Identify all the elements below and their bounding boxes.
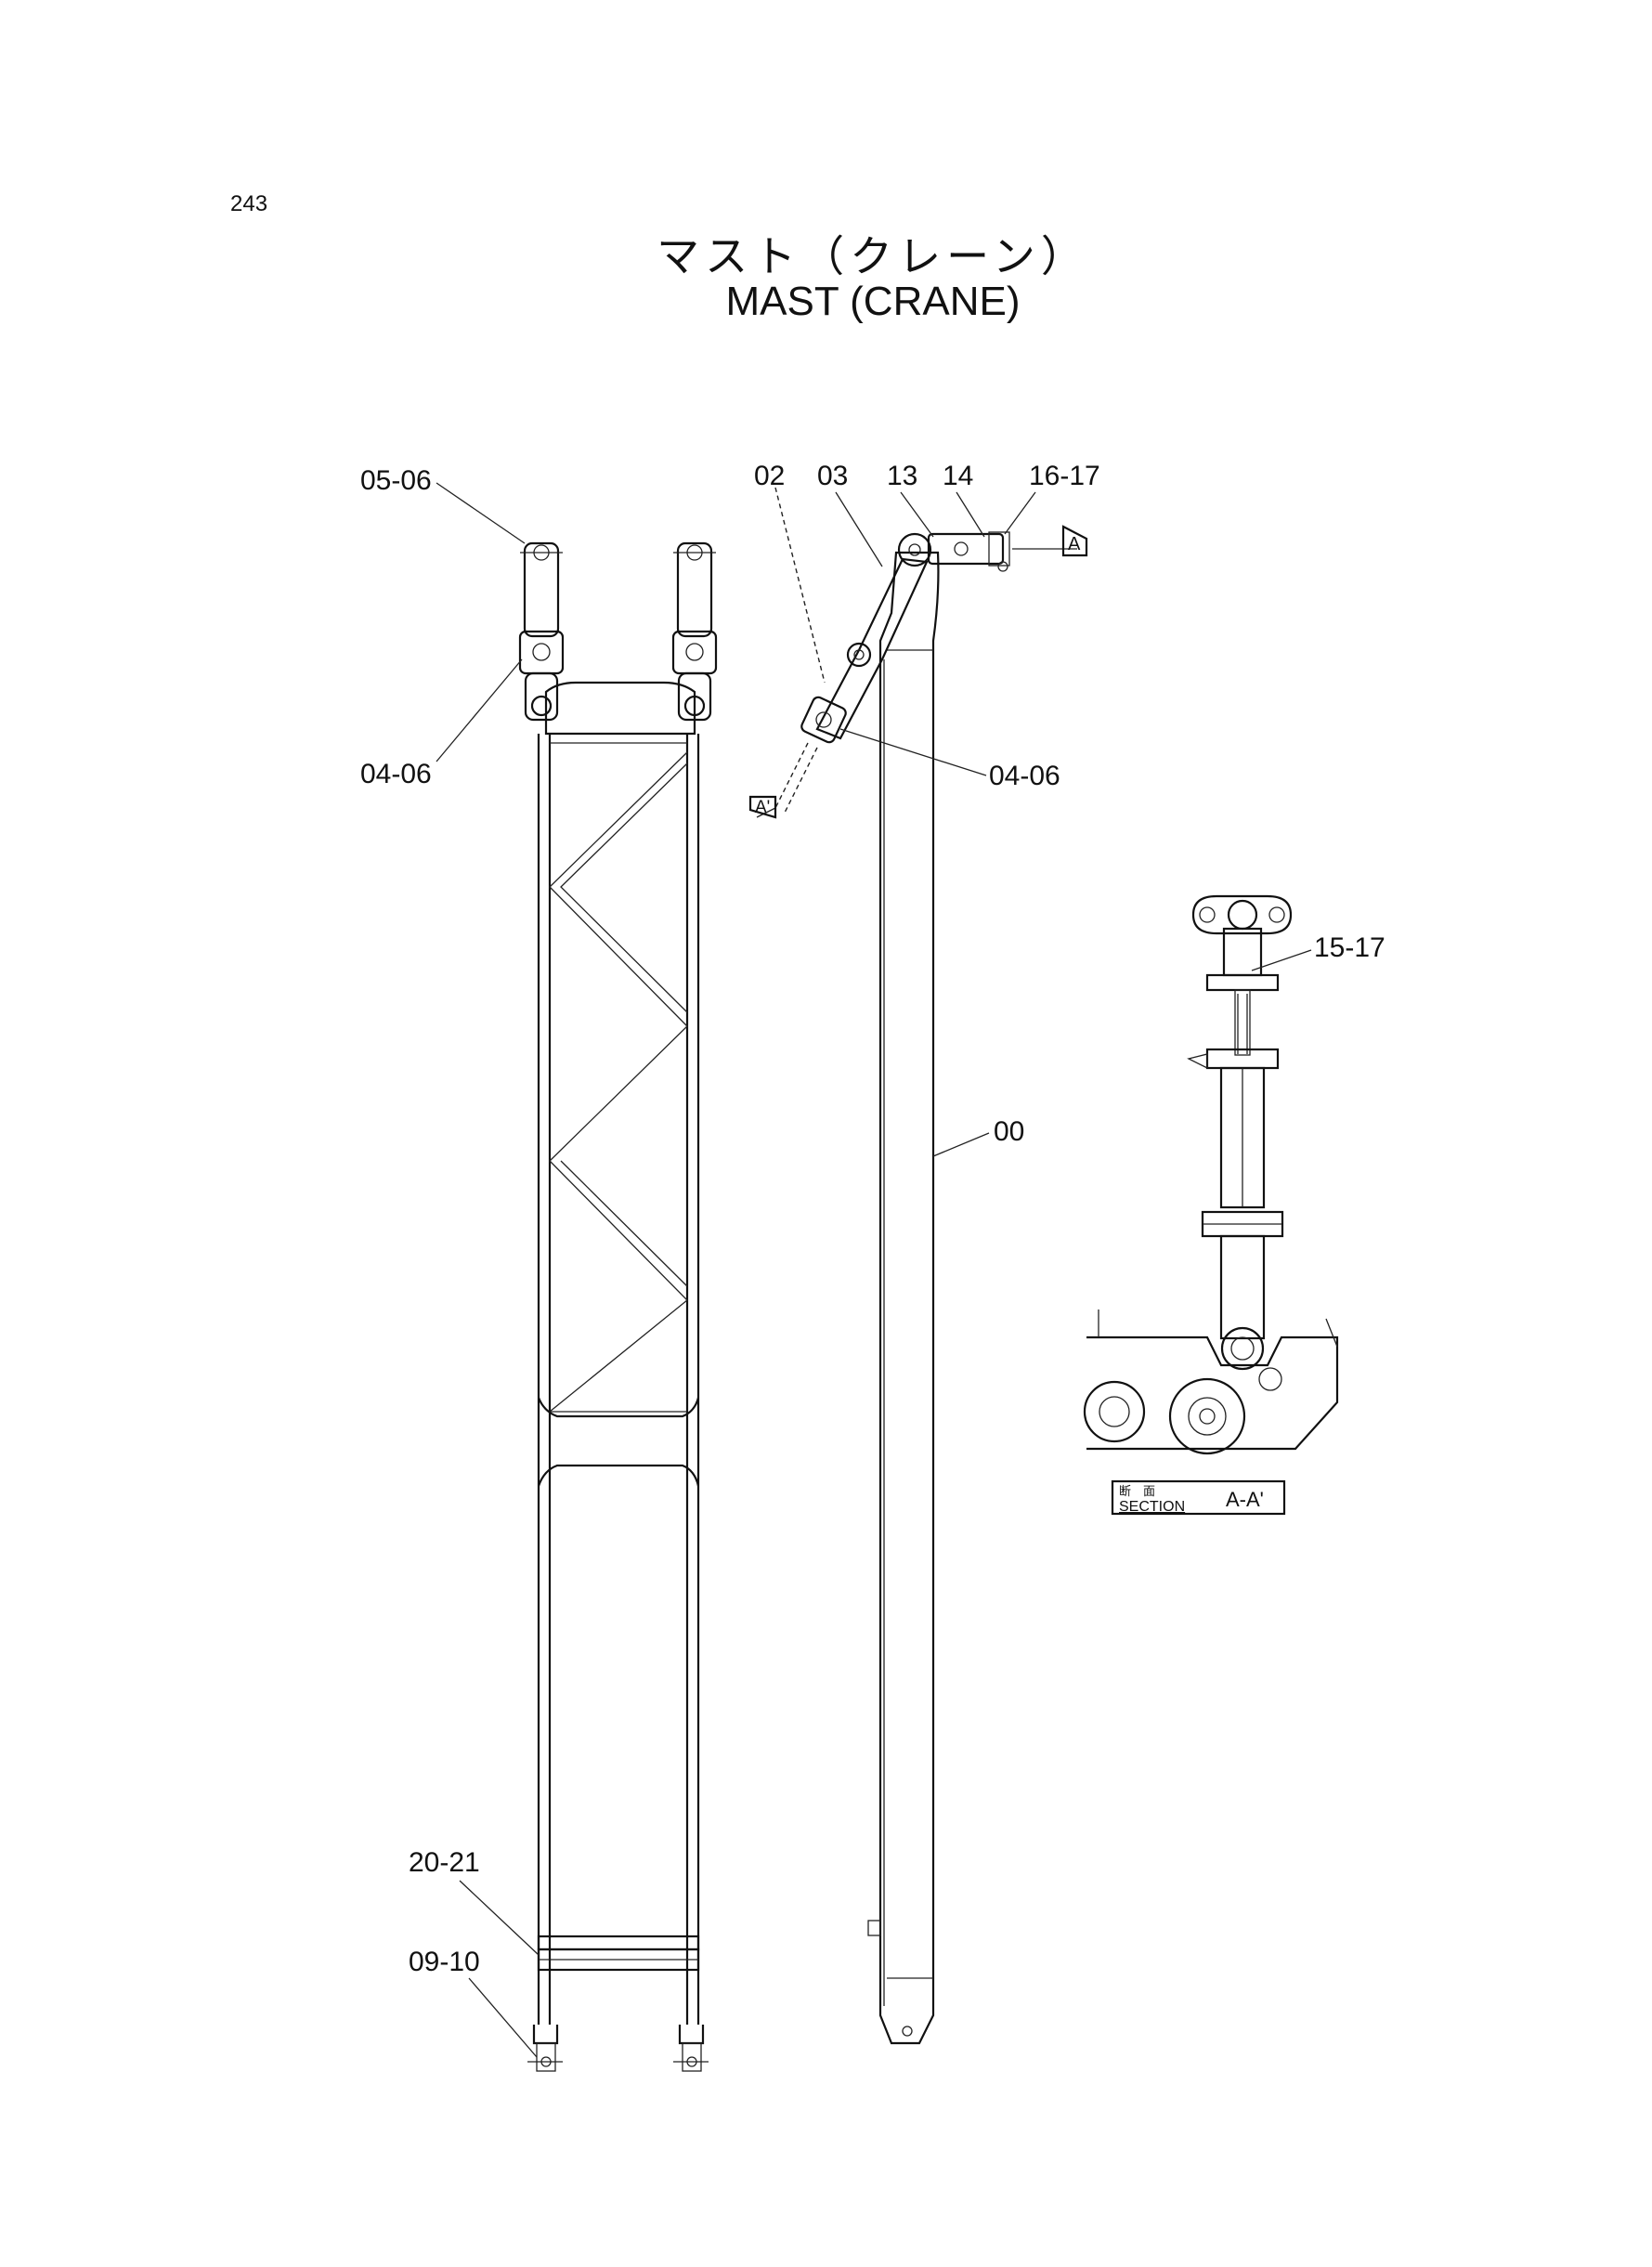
svg-text:A: A [1068,534,1081,554]
svg-text:04-06: 04-06 [360,759,432,789]
section-mark-a-top: A [1012,525,1088,557]
svg-text:03: 03 [817,461,848,491]
svg-text:SECTION: SECTION [1119,1499,1185,1515]
svg-text:16-17: 16-17 [1029,461,1100,491]
svg-text:断 面: 断 面 [1119,1484,1155,1498]
svg-text:02: 02 [754,461,785,491]
svg-text:A-A': A-A' [1226,1488,1264,1511]
callout-03: 03 [817,461,883,567]
title-english: MAST (CRANE) [725,279,1021,324]
svg-text:13: 13 [887,461,917,491]
callout-02: 02 [754,461,785,491]
section-label: 断 面 SECTION A-A' [1111,1479,1286,1516]
callout-15-17: 15-17 [1251,932,1385,971]
svg-text:04-06: 04-06 [989,761,1060,791]
page-number: 243 [230,191,268,216]
top-right-link [671,541,718,722]
mast-front-view [518,541,718,2072]
section-detail-view [1083,894,1339,1455]
svg-text:14: 14 [943,461,973,491]
svg-text:20-21: 20-21 [409,1847,480,1878]
svg-text:05-06: 05-06 [360,465,432,496]
svg-text:A': A' [755,798,770,817]
callout-04-06-right: 04-06 [839,728,1060,791]
callout-14: 14 [943,461,985,538]
svg-text:15-17: 15-17 [1314,932,1385,963]
svg-text:00: 00 [994,1116,1024,1147]
svg-text:09-10: 09-10 [409,1947,480,1977]
section-mark-a-bottom: A' [748,795,777,819]
top-left-link [518,541,565,722]
callout-00: 00 [932,1116,1024,1157]
callout-05-06: 05-06 [360,465,526,544]
title-japanese: マスト（クレーン） [657,231,1089,281]
callout-04-06-left: 04-06 [360,658,523,789]
mast-side-view [774,487,1010,2045]
callout-13: 13 [887,461,934,538]
callout-16-17: 16-17 [1004,461,1100,535]
callout-20-21: 20-21 [409,1847,540,1956]
callout-09-10: 09-10 [409,1947,538,2058]
